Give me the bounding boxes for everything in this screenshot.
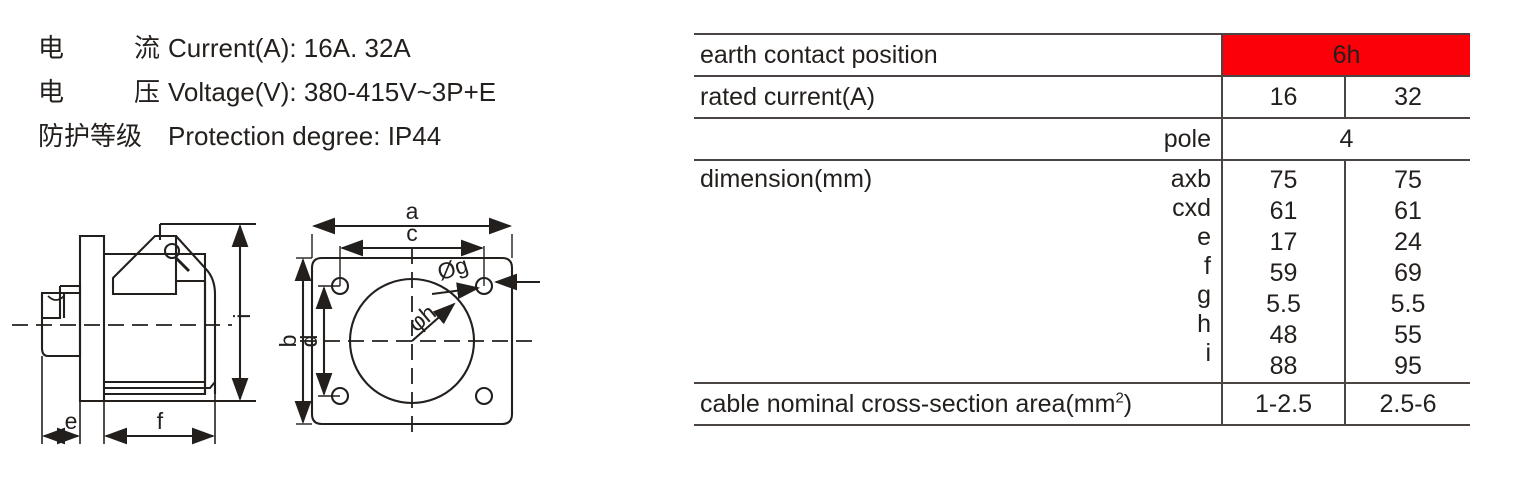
dimension-value-stack-16: 75 61 17 59 5.5 48 88 [1223, 165, 1344, 382]
side-view-outline [40, 222, 256, 403]
dimension-value: 17 [1269, 228, 1298, 256]
table-row-cable-area: cable nominal cross-section area(mm2) 1-… [694, 383, 1470, 426]
dimension-name: i [1205, 339, 1211, 367]
dimension-value: 5.5 [1390, 290, 1426, 318]
dimension-name: cxd [1172, 194, 1211, 222]
dimension-e [41, 356, 81, 445]
cable-label-pre: cable nominal cross-section area(mm [700, 389, 1116, 418]
dimension-name: f [1204, 252, 1211, 280]
spec-cn-char: 电 [38, 77, 65, 107]
label-f: f [157, 408, 164, 434]
table-row-rated-current: rated current(A) 16 32 [694, 76, 1470, 119]
cable-label-superscript: 2 [1115, 389, 1124, 407]
dimension-value: 75 [1269, 166, 1298, 194]
cell-earth-contact-label: earth contact position [694, 33, 1222, 77]
label-e: e [65, 408, 78, 434]
spec-cn-char: 电 [38, 33, 65, 63]
label-c: c [406, 220, 418, 246]
label-i: i [229, 313, 255, 318]
dimension-value: 55 [1394, 321, 1422, 349]
leader-diameter-g [431, 273, 540, 300]
spec-value-voltage: Voltage(V): 380-415V~3P+E [168, 77, 497, 107]
cell-pole-value: 4 [1221, 118, 1470, 161]
specification-list: 电 流 Current(A): 16A. 32A 电 压 Voltage(V):… [38, 26, 658, 158]
cell-pole-label: pole [694, 118, 1222, 161]
cell-earth-contact-value: 6h [1221, 33, 1470, 77]
spec-cn-char: 压 [133, 77, 160, 107]
spec-value-current: Current(A): 16A. 32A [168, 33, 411, 63]
table-row-pole: pole 4 [694, 118, 1470, 161]
dimension-value: 95 [1394, 352, 1422, 380]
dimension-name: g [1197, 281, 1211, 309]
label-d: d [296, 335, 322, 348]
dimension-value: 5.5 [1266, 290, 1301, 318]
spec-line-current: 电 流 Current(A): 16A. 32A [38, 26, 658, 70]
dimension-value: 61 [1394, 197, 1422, 225]
dimension-value: 61 [1269, 197, 1298, 225]
cell-cable-area-32: 2.5-6 [1344, 383, 1470, 426]
dimension-name: e [1197, 223, 1211, 251]
dimension-value: 88 [1269, 352, 1298, 380]
drawings-svg: e f i a c b d Øg φh [12, 198, 540, 445]
cell-dimension-label: dimension(mm) axb cxd e f g h i [694, 160, 1222, 384]
dimension-value: 48 [1269, 321, 1298, 349]
spec-label-cn-current: 电 流 [38, 26, 160, 70]
cell-rated-current-32: 32 [1344, 76, 1470, 119]
cell-dimension-values-16: 75 61 17 59 5.5 48 88 [1221, 160, 1345, 384]
dimension-value-stack-32: 75 61 24 69 5.5 55 95 [1346, 165, 1470, 382]
technical-drawings: e f i a c b d Øg φh [0, 196, 660, 461]
specification-table: earth contact position 6h rated current(… [694, 33, 1470, 426]
cell-dimension-values-32: 75 61 24 69 5.5 55 95 [1344, 160, 1470, 384]
label-diameter-h: φh [403, 299, 441, 337]
cell-cable-area-16: 1-2.5 [1221, 383, 1345, 426]
dimension-value: 24 [1394, 228, 1422, 256]
spec-label-cn-protection: 防护等级 [38, 121, 143, 151]
spec-line-protection: 防护等级 Protection degree: IP44 [38, 114, 658, 158]
cell-rated-current-16: 16 [1221, 76, 1345, 119]
spec-line-voltage: 电 压 Voltage(V): 380-415V~3P+E [38, 70, 658, 114]
table-row-dimension: dimension(mm) axb cxd e f g h i [694, 160, 1470, 384]
specification-table-wrapper: earth contact position 6h rated current(… [694, 33, 1470, 426]
dimension-name-stack: axb cxd e f g h i [1171, 165, 1221, 368]
table-row-earth-contact: earth contact position 6h [694, 33, 1470, 77]
dimension-name: h [1197, 310, 1211, 338]
label-diameter-g: Øg [434, 251, 471, 285]
dimension-name: axb [1170, 165, 1211, 193]
leader-diameter-h [411, 302, 456, 342]
dimension-f [103, 394, 216, 445]
cable-label-post: ) [1123, 389, 1133, 418]
dimension-label-text: dimension(mm) [700, 165, 873, 193]
spec-cn-char: 流 [133, 33, 160, 63]
label-a: a [406, 198, 419, 224]
dimension-value: 69 [1394, 259, 1422, 287]
cell-rated-current-label: rated current(A) [694, 76, 1222, 119]
spec-value-protection: Protection degree: IP44 [168, 121, 442, 151]
dimension-value: 75 [1394, 166, 1422, 194]
dimension-value: 59 [1269, 259, 1298, 287]
cell-cable-area-label: cable nominal cross-section area(mm2) [694, 383, 1222, 426]
label-b: b [275, 335, 301, 348]
spec-label-cn-voltage: 电 压 [38, 70, 160, 114]
